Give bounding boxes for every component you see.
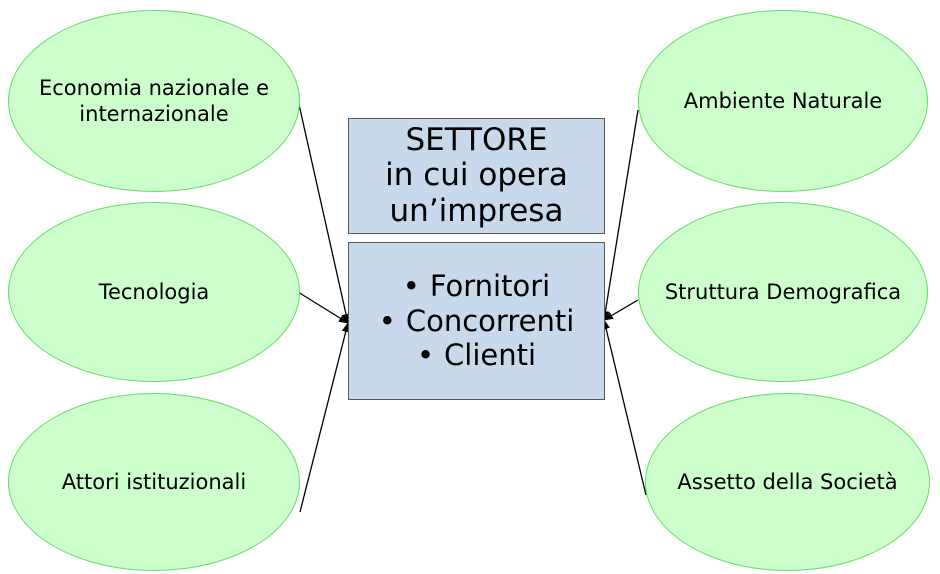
settore-title-line3: un’impresa — [389, 192, 564, 229]
node-ambiente-naturale: Ambiente Naturale — [638, 10, 928, 192]
settore-actors-box: •Fornitori •Concorrenti •Clienti — [348, 242, 605, 400]
node-ambiente-label: Ambiente Naturale — [683, 88, 883, 113]
arrow-demografica — [603, 299, 639, 321]
node-attori-istituzionali: Attori istituzionali — [8, 393, 300, 571]
arrow-attori — [299, 322, 350, 513]
node-societa-label: Assetto della Società — [677, 469, 898, 494]
node-economia-line2: internazionale — [79, 102, 229, 126]
arrow-tecnologia — [297, 291, 349, 324]
actor-label-fornitori: Fornitori — [429, 268, 551, 303]
bullet-icon: • — [416, 338, 435, 373]
actor-label-clienti: Clienti — [444, 338, 537, 373]
node-assetto-societa: Assetto della Società — [645, 393, 930, 571]
actor-label-concorrenti: Concorrenti — [405, 303, 575, 338]
bullet-icon: • — [402, 268, 420, 303]
node-tecnologia-label: Tecnologia — [98, 279, 210, 304]
node-struttura-demografica: Struttura Demografica — [638, 202, 928, 382]
arrow-economia — [297, 99, 350, 324]
node-tecnologia: Tecnologia — [8, 202, 300, 382]
bullet-icon: • — [378, 303, 396, 338]
actor-item-concorrenti: • Concorrenti — [349, 304, 604, 339]
actor-item-clienti: • Clienti — [349, 338, 604, 373]
node-economia-line1: Economia nazionale e — [38, 75, 270, 100]
arrow-ambiente — [601, 109, 639, 321]
actor-item-fornitori: • Fornitori — [349, 269, 604, 304]
node-economia-text: Economia nazionale e internazionale — [39, 75, 269, 128]
node-economia: Economia nazionale e internazionale — [8, 10, 300, 192]
settore-title-line1: SETTORE — [405, 121, 548, 158]
node-attori-label: Attori istituzionali — [61, 469, 247, 494]
arrow-societa — [602, 319, 647, 496]
settore-title-box: SETTORE in cui opera un’impresa — [348, 118, 605, 234]
settore-title-line2: in cui opera — [385, 157, 568, 194]
node-demografica-label: Struttura Demografica — [664, 279, 902, 304]
